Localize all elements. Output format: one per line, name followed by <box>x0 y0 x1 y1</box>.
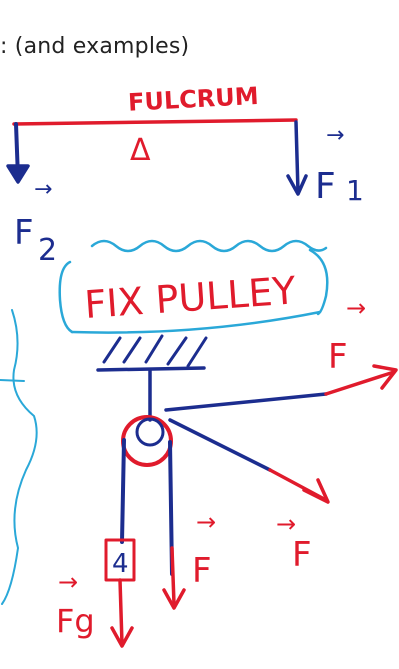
force-arrow-2-head <box>302 478 330 504</box>
force-arrow-3-head <box>162 588 186 610</box>
weight-label: Fg <box>56 602 95 640</box>
rope-down-right <box>168 418 272 472</box>
force-left-subscript: 2 <box>38 233 57 268</box>
box-right-bracket <box>308 248 329 316</box>
rope-left <box>120 438 126 544</box>
pulley-title-box: FIX PULLEY <box>58 239 329 334</box>
force-label-1: F <box>328 337 348 377</box>
force-right-arrowhead <box>286 174 308 196</box>
force-left-vector-mark: → <box>34 177 52 202</box>
hanging-mass-mark: 4 <box>112 549 129 579</box>
force-label-3-vector-mark: → <box>196 508 216 536</box>
left-margin-tick <box>0 379 25 382</box>
pulley-diagram: F → F → F → 4 Fg → <box>56 294 398 648</box>
pulley-label: FIX PULLEY <box>83 268 298 327</box>
left-margin-curve <box>1 309 38 605</box>
force-arrow-1 <box>324 370 396 396</box>
lever-diagram: FULCRUM Δ F 1 → F 2 → <box>6 82 364 268</box>
force-arrow-3 <box>170 546 176 606</box>
box-bottom <box>70 310 322 334</box>
pulley-wheel <box>121 415 173 467</box>
fulcrum-label: FULCRUM <box>127 82 259 117</box>
force-right-label: F <box>315 166 336 207</box>
force-label-1-vector-mark: → <box>346 294 366 322</box>
fulcrum-symbol: Δ <box>130 133 151 168</box>
ceiling-hatch <box>102 334 208 368</box>
rope-up-right <box>164 392 328 412</box>
force-label-3: F <box>192 551 212 591</box>
box-left-bracket <box>58 260 74 334</box>
force-left-arrowhead <box>6 164 30 184</box>
force-right-subscript: 1 <box>346 174 364 207</box>
header-text: : (and examples) <box>0 34 190 59</box>
force-label-2: F <box>292 535 312 575</box>
force-right-vector-mark: → <box>326 123 344 148</box>
wavy-line <box>90 239 328 253</box>
force-label-2-vector-mark: → <box>276 510 296 538</box>
force-right-arrow <box>294 120 300 194</box>
force-arrow-1-head <box>372 364 398 390</box>
weight-arrow-head <box>110 626 134 648</box>
pulley-axle <box>135 417 165 447</box>
weight-label-vector-mark: → <box>58 568 78 596</box>
lever-beam <box>12 118 298 126</box>
force-left-label: F <box>14 213 34 253</box>
weight-arrow <box>118 578 124 646</box>
